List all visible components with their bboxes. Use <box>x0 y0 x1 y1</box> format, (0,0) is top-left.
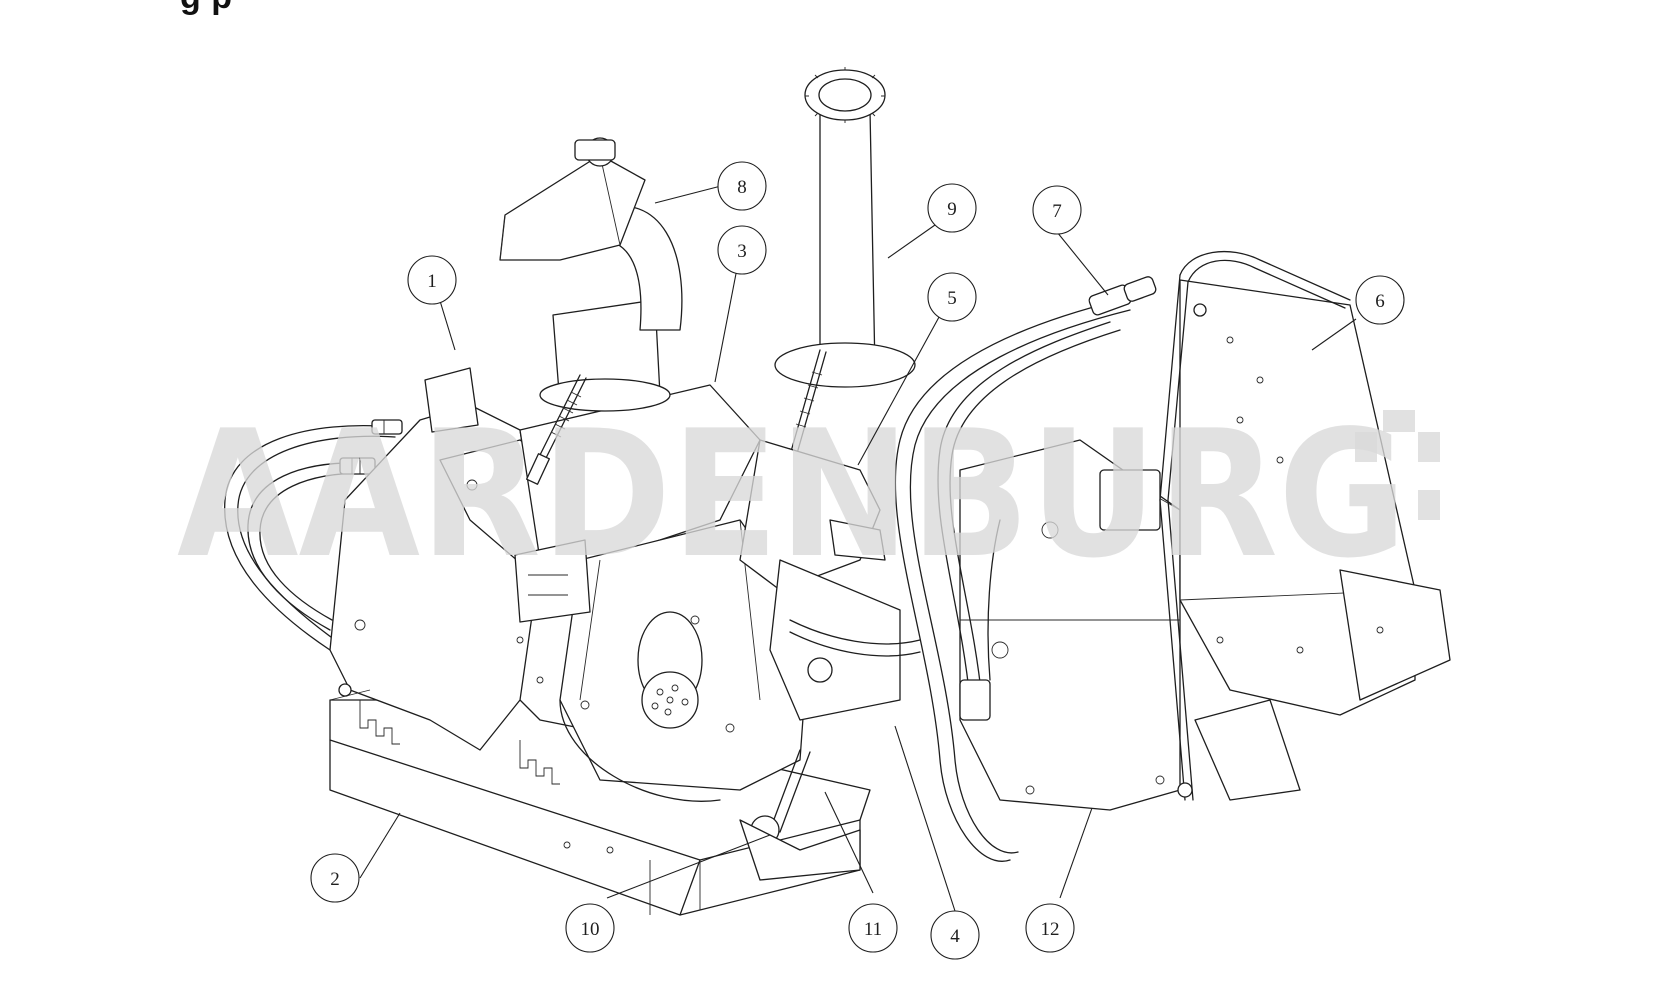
middle-drive-assembly <box>739 439 921 881</box>
svg-text:10: 10 <box>581 919 600 940</box>
callout-2: 2 <box>310 853 360 903</box>
svg-text:5: 5 <box>947 288 957 309</box>
svg-text:12: 12 <box>1041 919 1060 940</box>
page-heading-fragment: g p <box>180 0 232 17</box>
callout-7: 7 <box>1032 185 1082 235</box>
callout-8: 8 <box>717 161 767 211</box>
callout-11: 11 <box>848 903 898 953</box>
hopper-cover <box>1159 250 1451 801</box>
callout-4: 4 <box>930 910 980 960</box>
svg-text:7: 7 <box>1052 201 1062 222</box>
left-hydraulic-hoses <box>224 419 403 651</box>
svg-text:11: 11 <box>864 919 882 940</box>
svg-text:3: 3 <box>737 241 747 262</box>
callout-10: 10 <box>565 903 615 953</box>
callout-1: 1 <box>407 255 457 305</box>
right-hydraulic-hoses <box>894 276 1157 862</box>
right-side-panel <box>959 439 1181 811</box>
leader-lines <box>359 185 1357 912</box>
watermark-gear-icon <box>1355 410 1440 520</box>
watermark-text: AARDENBURG <box>177 394 1407 597</box>
callout-5: 5 <box>927 272 977 322</box>
svg-text:2: 2 <box>330 869 340 890</box>
svg-text:9: 9 <box>947 199 957 220</box>
svg-text:6: 6 <box>1375 291 1385 312</box>
discharge-chute-hood <box>499 137 683 485</box>
cutter-housing <box>514 384 811 802</box>
svg-text:1: 1 <box>427 271 437 292</box>
callout-12: 12 <box>1025 903 1075 953</box>
callout-9: 9 <box>927 183 977 233</box>
svg-text:8: 8 <box>737 177 747 198</box>
callout-3: 3 <box>717 225 767 275</box>
callout-6: 6 <box>1355 275 1405 325</box>
svg-text:4: 4 <box>950 926 960 947</box>
